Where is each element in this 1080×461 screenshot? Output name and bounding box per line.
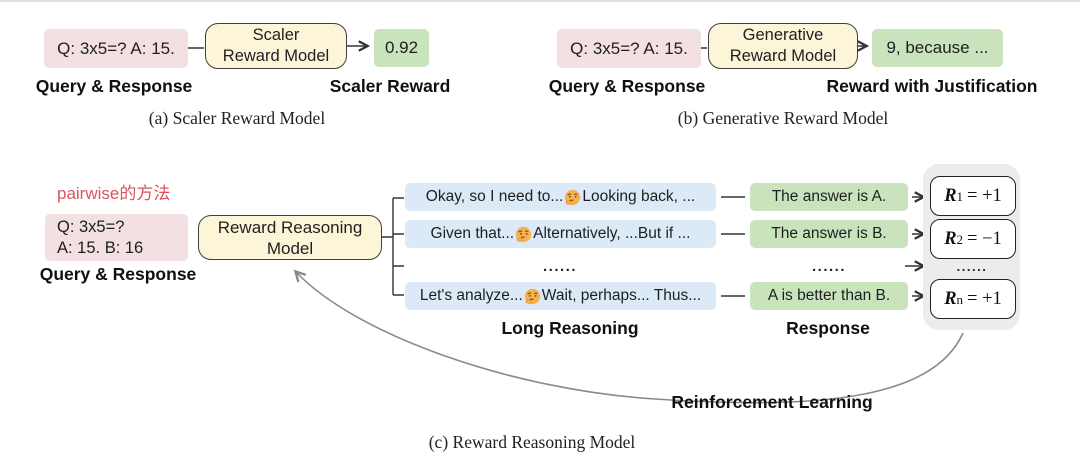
b-reward-justification-label: Reward with Justification — [826, 76, 1038, 96]
c-response-row-n: A is better than B. — [750, 282, 908, 310]
a-output-text: 0.92 — [384, 38, 419, 57]
b-query-response-text: Q: 3x5=? A: 15. — [570, 38, 688, 58]
b-generative-reward-model-box: Generative Reward Model — [708, 23, 858, 69]
c-reasoning-row-2: Given that... Alternatively, ...But if ..… — [405, 220, 716, 248]
b-query-response-box: Q: 3x5=? A: 15. — [557, 29, 701, 68]
c-reward-1-value: = +1 — [967, 185, 1002, 206]
c-response-n-text: A is better than B. — [767, 287, 891, 304]
c-reward-2-symbol: R — [944, 228, 957, 249]
c-response-dots: ...... — [811, 258, 846, 275]
c-reasoning-row-1: Okay, so I need to... Looking back, ... — [405, 183, 716, 211]
c-reward-n-symbol: R — [944, 288, 957, 309]
c-row-dashes — [721, 196, 745, 297]
c-reward-reasoning-model-box: Reward Reasoning Model — [198, 215, 382, 260]
c-model-bracket — [382, 197, 404, 296]
b-reward-output-box: 9, because ... — [872, 29, 1003, 67]
c-long-reasoning-label: Long Reasoning — [501, 318, 639, 338]
c-reward-n-value: = +1 — [967, 288, 1002, 309]
b-model-line1: Generative — [742, 26, 824, 44]
a-query-response-box: Q: 3x5=? A: 15. — [44, 29, 188, 68]
c-reward-n-sub: n — [956, 291, 964, 307]
a-scaler-reward-label: Scaler Reward — [329, 76, 451, 96]
c-model-line2: Model — [266, 238, 314, 258]
c-response-1-text: The answer is A. — [771, 188, 887, 205]
c-model-line1: Reward Reasoning — [217, 217, 363, 237]
c-reward-2-sub: 2 — [956, 231, 964, 247]
c-caption: (c) Reward Reasoning Model — [428, 432, 636, 452]
a-scaler-reward-model-box: Scaler Reward Model — [205, 23, 347, 69]
thinking-emoji-icon — [524, 288, 540, 304]
c-reward-1-sub: 1 — [956, 188, 964, 204]
c-reasoning-1-post: Looking back, ... — [582, 188, 696, 205]
b-model-line2: Reward Model — [729, 47, 837, 65]
c-pairwise-annotation: pairwise的方法 — [57, 184, 171, 203]
c-response-label: Response — [786, 318, 870, 338]
a-query-response-label: Query & Response — [35, 76, 193, 96]
c-query-response-box: Q: 3x5=? A: 15. B: 16 — [45, 214, 188, 261]
c-response-row-2: The answer is B. — [750, 220, 908, 248]
c-reward-1-symbol: R — [944, 185, 957, 206]
c-response-row-1: The answer is A. — [750, 183, 908, 211]
c-reasoning-n-pre: Let's analyze... — [419, 287, 523, 304]
c-query-response-label: Query & Response — [39, 264, 197, 284]
c-reward-2-value: = −1 — [967, 228, 1002, 249]
c-reward-dots: ...... — [956, 259, 988, 274]
c-response-2-text: The answer is B. — [771, 225, 887, 242]
c-query-line1: Q: 3x5=? — [57, 217, 125, 236]
a-model-line1: Scaler — [252, 26, 300, 44]
b-output-text: 9, because ... — [886, 38, 989, 57]
a-scaler-reward-output-box: 0.92 — [374, 29, 429, 67]
c-query-line2: A: 15. B: 16 — [57, 238, 144, 257]
c-reasoning-row-n: Let's analyze... Wait, perhaps... Thus..… — [405, 282, 716, 310]
c-reinforcement-learning-label: Reinforcement Learning — [671, 392, 873, 412]
a-query-response-text: Q: 3x5=? A: 15. — [57, 38, 175, 58]
c-reasoning-n-post: Wait, perhaps... Thus... — [541, 287, 702, 304]
thinking-emoji-icon — [515, 226, 532, 242]
c-reasoning-2-post: Alternatively, ...But if ... — [533, 225, 691, 242]
b-caption: (b) Generative Reward Model — [677, 108, 889, 128]
a-model-line2: Reward Model — [222, 47, 330, 65]
a-caption: (a) Scaler Reward Model — [148, 108, 326, 128]
thinking-emoji-icon — [565, 189, 581, 205]
c-reasoning-dots: ...... — [542, 258, 577, 275]
c-reasoning-1-pre: Okay, so I need to... — [425, 188, 564, 205]
b-query-response-label: Query & Response — [548, 76, 706, 96]
c-reasoning-2-pre: Given that... — [430, 225, 515, 242]
